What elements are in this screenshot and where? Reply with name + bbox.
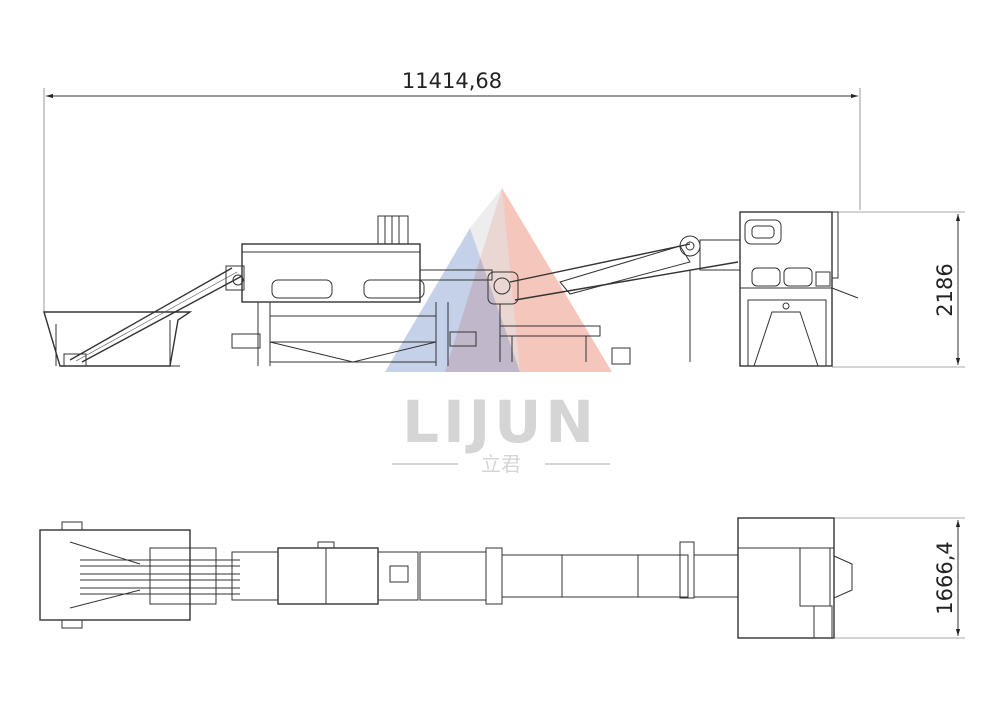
dimension-side-height: 2186 bbox=[832, 211, 965, 368]
side-view bbox=[43, 211, 859, 367]
side-end-machine bbox=[739, 211, 859, 367]
watermark-logo: LIJUN 立君 bbox=[385, 188, 612, 476]
top-mesh-belt bbox=[231, 541, 739, 605]
dimension-top-width: 1666,4 bbox=[835, 517, 965, 639]
side-main-body bbox=[231, 215, 493, 366]
logo-blue-triangle bbox=[385, 228, 520, 372]
watermark-chinese: 立君 bbox=[481, 452, 521, 476]
side-hopper bbox=[43, 311, 193, 367]
watermark-brand: LIJUN bbox=[402, 388, 598, 456]
overall-length-label: 11414,68 bbox=[402, 69, 502, 93]
top-rails bbox=[80, 547, 240, 605]
top-view bbox=[39, 517, 853, 639]
dimension-overall-length: 11414,68 bbox=[43, 69, 861, 312]
top-end-machine bbox=[737, 517, 853, 639]
top-hopper bbox=[39, 521, 191, 629]
side-height-label: 2186 bbox=[933, 263, 957, 316]
side-incline-conveyor bbox=[69, 265, 245, 363]
top-width-label: 1666,4 bbox=[933, 541, 957, 614]
